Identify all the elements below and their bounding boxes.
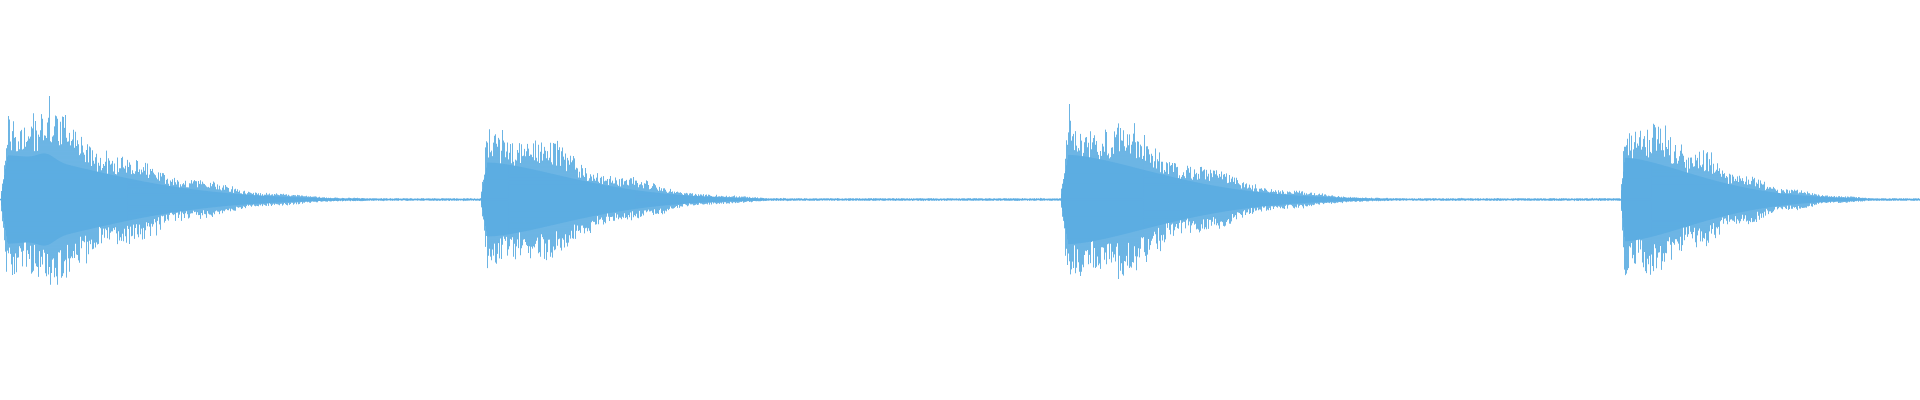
waveform-bars: [0, 96, 1920, 285]
waveform-peaks: [0, 96, 1920, 285]
